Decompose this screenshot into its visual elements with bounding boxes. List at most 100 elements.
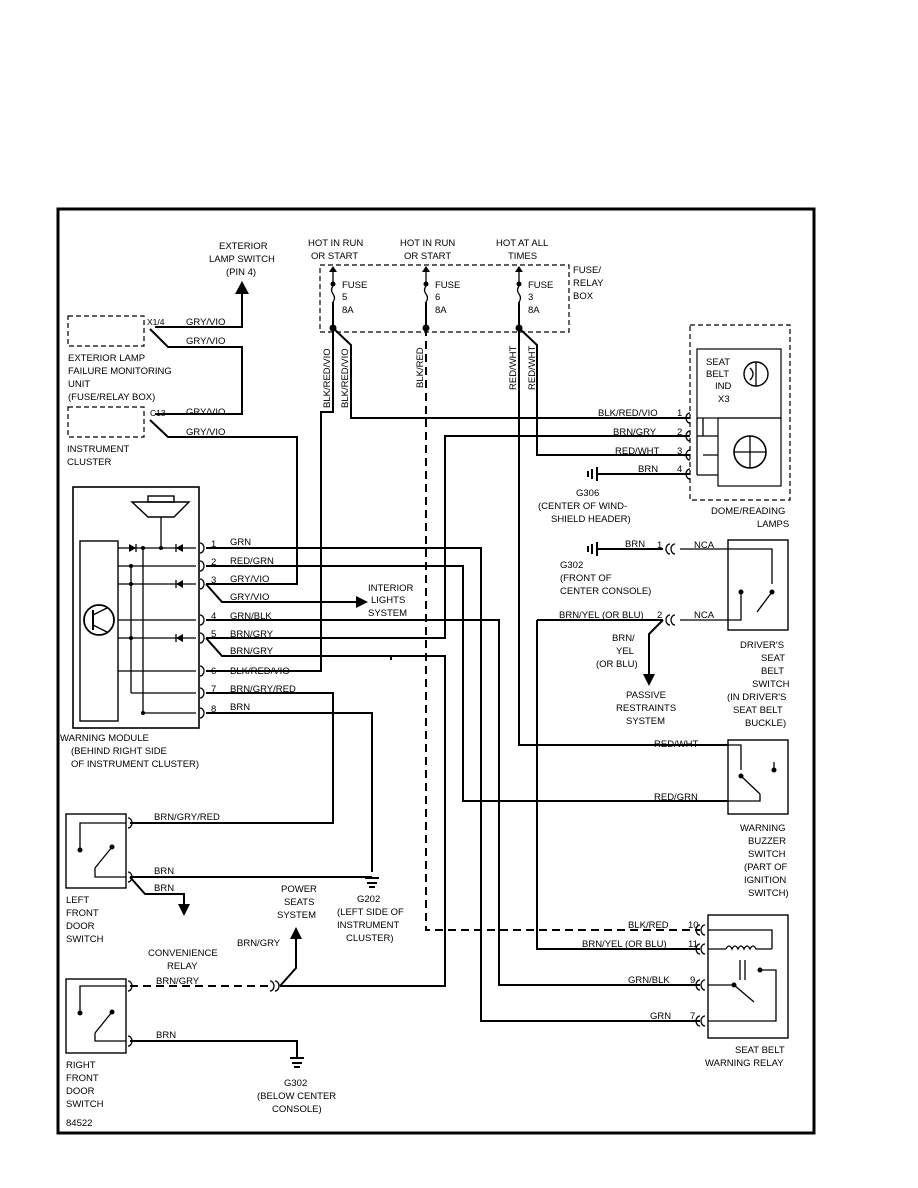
svg-text:3: 3	[211, 575, 216, 586]
drivers-switch-label-3: BELT	[761, 666, 784, 677]
dome-wire-2: BRN/GRY	[613, 427, 657, 438]
wire-label-gry-vio-1: GRY/VIO	[186, 317, 225, 328]
left-door-wire-3: BRN	[154, 883, 174, 894]
seat-belt-ind-4: X3	[718, 394, 730, 405]
wire-label-brn-g302: BRN	[625, 539, 645, 550]
seat-belt-ind-1: SEAT	[706, 357, 730, 368]
module-wire-6: BLK/RED/VIO	[230, 666, 290, 677]
dome-pin-4: 4	[677, 464, 682, 475]
interior-lights-label-3: SYSTEM	[368, 608, 407, 619]
dome-wire-3: RED/WHT	[615, 446, 660, 457]
g302-below-label-3: CONSOLE)	[272, 1104, 322, 1115]
dome-wire-4: BRN	[638, 464, 658, 475]
interior-lights-label-2: LIGHTS	[371, 595, 405, 606]
fuse-relay-box-outline	[319, 264, 570, 333]
passive-label-1: PASSIVE	[626, 690, 666, 701]
failure-unit-label-1: EXTERIOR LAMP	[68, 353, 145, 364]
power-seats-wire: BRN/GRY	[237, 938, 281, 949]
ground-g202-icon	[365, 877, 379, 888]
svg-text:1: 1	[211, 539, 216, 550]
seat-belt-ind-2: BELT	[706, 369, 729, 380]
passive-wire-3: (OR BLU)	[596, 659, 638, 670]
ext-lamp-switch-label-1: EXTERIOR	[219, 241, 268, 252]
wire-label-gry-vio-3: GRY/VIO	[186, 407, 225, 418]
switch-pin-1: 1	[657, 540, 662, 551]
nca-2: NCA	[694, 610, 715, 621]
drivers-seat-belt-switch	[727, 539, 789, 631]
passive-label-3: SYSTEM	[626, 716, 665, 727]
hot-label-fuse3-2: TIMES	[508, 251, 537, 262]
g302-front-label-1: G302	[560, 560, 583, 571]
wire-label-gry-vio-4: GRY/VIO	[186, 427, 225, 438]
g302-below-label-1: G302	[284, 1078, 307, 1089]
dome-lamp-box	[717, 417, 782, 487]
warning-module	[72, 486, 200, 729]
relay-label-1: SEAT BELT	[735, 1045, 785, 1056]
module-wire-2: RED/GRN	[230, 556, 274, 567]
fuse-box-label-3: BOX	[573, 291, 594, 302]
dome-pin-2: 2	[677, 427, 682, 438]
right-door-contacts-icon	[77, 985, 126, 1042]
seat-belt-ind-3: IND	[715, 381, 732, 392]
svg-text:6: 6	[435, 292, 440, 303]
convenience-label-2: RELAY	[167, 961, 198, 972]
buzzer-label-2: BUZZER	[748, 836, 786, 847]
wire-label-red-wht-buzzer: RED/WHT	[654, 739, 699, 750]
buzzer-label-1: WARNING	[740, 823, 786, 834]
right-door-label-3: DOOR	[66, 1086, 95, 1097]
convenience-label-1: CONVENIENCE	[148, 948, 218, 959]
left-door-label-3: DOOR	[66, 921, 95, 932]
left-door-label-2: FRONT	[66, 908, 99, 919]
ext-lamp-switch-label-2: LAMP SWITCH	[209, 254, 275, 265]
wire-label-brn-yel-1: BRN/YEL (OR BLU)	[559, 610, 644, 621]
dome-label-2: LAMPS	[757, 519, 789, 530]
buzzer-label-3: SWITCH	[748, 849, 786, 860]
fuse-6: FUSE 6 8A	[422, 266, 460, 332]
dome-wire-1: BLK/RED/VIO	[598, 408, 658, 419]
svg-text:FUSE: FUSE	[342, 280, 367, 291]
g202-label-2: (LEFT SIDE OF	[337, 907, 404, 918]
left-door-wire-1: BRN/GRY/RED	[154, 812, 220, 823]
cluster-label-2: CLUSTER	[67, 457, 111, 468]
passive-wire-2: YEL	[616, 646, 634, 657]
left-door-wire-2: BRN	[154, 866, 174, 877]
power-seats-arrow	[290, 927, 302, 939]
failure-unit-connector: X1/4	[147, 317, 165, 327]
fuse-3: FUSE 3 8A	[515, 266, 553, 332]
indicator-bulb-icon	[743, 361, 769, 387]
svg-text:8: 8	[211, 704, 216, 715]
drivers-switch-label-4: SWITCH	[752, 679, 790, 690]
buzzer-label-5: IGNITION	[744, 875, 786, 886]
right-door-label-2: FRONT	[66, 1073, 99, 1084]
module-wire-8: BRN	[230, 702, 250, 713]
wire-label-blk-red-vio-a: BLK/RED/VIO	[322, 348, 333, 408]
relay-pin-7: 7	[690, 1011, 695, 1022]
failure-unit-label-4: (FUSE/RELAY BOX)	[68, 392, 155, 403]
left-door-label-4: SWITCH	[66, 934, 104, 945]
warning-module-inner	[79, 540, 119, 722]
seat-belt-warning-relay	[707, 914, 789, 1039]
hot-label-fuse3-1: HOT AT ALL	[496, 238, 548, 249]
g302-front-label-2: (FRONT OF	[560, 573, 612, 584]
right-door-label-1: RIGHT	[66, 1060, 96, 1071]
right-front-door-switch	[65, 978, 127, 1054]
hot-label-fuse5-2: OR START	[311, 251, 358, 262]
module-wire-3b: GRY/VIO	[230, 592, 269, 603]
wire-label-gry-vio-2: GRY/VIO	[186, 336, 225, 347]
g202-label-1: G202	[357, 894, 380, 905]
failure-monitoring-unit	[67, 315, 145, 347]
svg-text:7: 7	[211, 684, 216, 695]
drivers-switch-label-6: SEAT BELT	[733, 705, 783, 716]
interior-lights-arrow	[356, 596, 368, 608]
hot-label-fuse5-1: HOT IN RUN	[308, 238, 363, 249]
drivers-switch-label-5: (IN DRIVER'S	[727, 692, 786, 703]
interior-lights-label-1: INTERIOR	[368, 583, 414, 594]
right-door-label-4: SWITCH	[66, 1099, 104, 1110]
relay-wire-blk-red: BLK/RED	[628, 920, 669, 931]
passive-label-2: RESTRAINTS	[616, 703, 676, 714]
relay-wire-brn-yel: BRN/YEL (OR BLU)	[582, 939, 667, 950]
module-wire-5: BRN/GRY	[230, 629, 274, 640]
svg-text:5: 5	[211, 629, 216, 640]
fuse-box-label-1: FUSE/	[573, 265, 601, 276]
failure-unit-label-3: UNIT	[68, 379, 90, 390]
